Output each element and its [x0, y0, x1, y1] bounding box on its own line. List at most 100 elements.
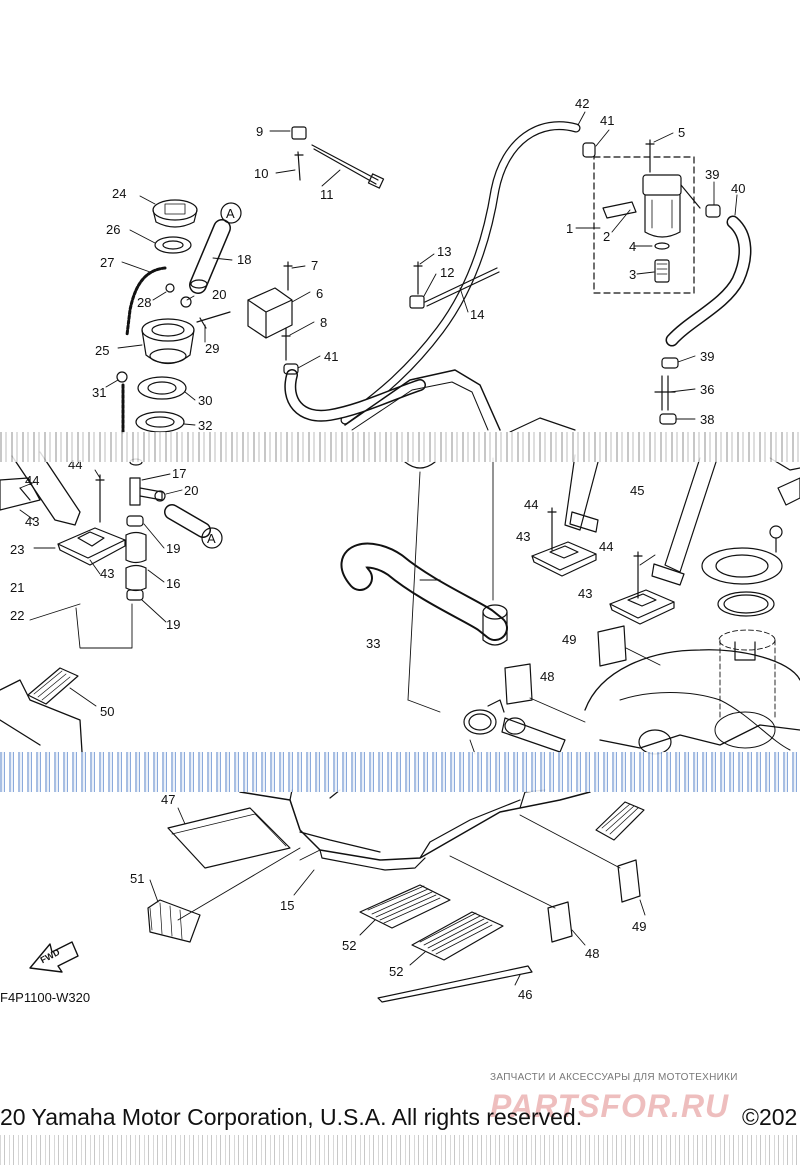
callout-label: 49 [632, 919, 647, 934]
nut-32 [135, 411, 185, 433]
callout-label: 14 [470, 307, 485, 322]
pad-48-mid [504, 663, 533, 705]
callout-label: 51 [130, 871, 145, 886]
sheet-47 [167, 807, 291, 869]
callout-label: 50 [100, 704, 115, 719]
pad-43-mid [531, 541, 597, 577]
callout-label: 5 [678, 125, 686, 140]
clip-9 [291, 126, 307, 140]
callout-label: 46 [518, 987, 533, 1002]
filler-cap-24 [152, 199, 198, 228]
ref-a-mid [201, 527, 223, 549]
bolt-8 [281, 327, 291, 361]
rubber-50-right [595, 801, 645, 841]
tank-left [0, 679, 83, 753]
ref-a-letter: A [226, 206, 235, 221]
callout-label: 42 [575, 96, 590, 111]
watermark-logo: PARTSFOR.RU [490, 1088, 730, 1124]
cable-tie-11 [311, 144, 385, 189]
callout-label: 39 [700, 349, 715, 364]
hose-clamp-41 [582, 142, 596, 158]
rubber-50 [27, 667, 79, 705]
pad-49-mid [597, 625, 627, 667]
callout-label: 23 [10, 542, 25, 557]
dashed-guide-left [75, 603, 133, 649]
copyright-text: 20 Yamaha Motor Corporation, U.S.A. All … [0, 1104, 583, 1130]
callout-label: 41 [324, 349, 339, 364]
callout-label: 40 [731, 181, 746, 196]
callout-label: 31 [92, 385, 107, 400]
callout-label: 43 [100, 566, 115, 581]
strip-46 [377, 965, 533, 1003]
callout-label: 32 [198, 418, 213, 433]
ref-a-top [220, 202, 242, 224]
pad-49-bottom [617, 859, 641, 903]
callout-label: 1 [566, 221, 574, 236]
callout-label: 48 [540, 669, 555, 684]
fitting-29 [196, 311, 231, 329]
clamp-20-top [180, 296, 192, 308]
filler-neck-25 [141, 318, 195, 365]
callout-label: 47 [161, 792, 176, 807]
screw-28 [165, 283, 175, 293]
pipe-mid [501, 717, 566, 753]
fwd-arrow [29, 941, 79, 973]
callout-label: 13 [437, 244, 452, 259]
hose-16 [125, 531, 147, 564]
callout-label: 19 [166, 541, 181, 556]
ring-30 [137, 376, 187, 400]
fitting-top-mid [404, 461, 436, 469]
clamp-38 [659, 413, 677, 425]
screw-10 [294, 151, 304, 181]
callout-label: 17 [172, 466, 187, 481]
callout-label: 10 [254, 166, 269, 181]
clip-12 [409, 295, 425, 309]
screw-44-left [95, 474, 105, 523]
breather-hose-33 [340, 542, 508, 646]
callout-label: 43 [578, 586, 593, 601]
strap-left [11, 451, 81, 526]
tank-strap-top [344, 369, 501, 431]
callout-label: 28 [137, 295, 152, 310]
pad-43-left [57, 527, 126, 566]
callout-label: 20 [212, 287, 227, 302]
scan-artifact-band [0, 1135, 800, 1165]
leader-lines-top [105, 111, 738, 426]
bolt-7 [283, 261, 293, 291]
callout-label: 44 [599, 539, 614, 554]
callout-label: 26 [106, 222, 121, 237]
fuel-hose-40 [665, 215, 752, 347]
callout-label: 36 [700, 382, 715, 397]
clamp-19-top [126, 515, 144, 527]
copyright-year: ©202 [742, 1104, 798, 1130]
callout-label: 3 [629, 267, 637, 282]
callout-label: 6 [316, 286, 324, 301]
clamp-41-lower [283, 363, 299, 375]
diagram-code: F4P1100-W320 [0, 990, 91, 1005]
callout-label: 48 [585, 946, 600, 961]
screw-13 [413, 261, 423, 295]
watermark-tagline: ЗАПЧАСТИ И АКСЕССУАРЫ ДЛЯ МОТОТЕХНИКИ [490, 1072, 738, 1083]
callout-label: 43 [516, 529, 531, 544]
callout-label: 19 [166, 617, 181, 632]
callout-label: 9 [256, 124, 264, 139]
callout-label: 25 [95, 343, 110, 358]
fuel-sender-unit [701, 525, 783, 721]
strap-45 [564, 454, 599, 531]
mat-52-upper [359, 884, 451, 929]
callout-label: 24 [112, 186, 127, 201]
clamp-20-mid [154, 490, 166, 502]
fuel-hose-lower [284, 369, 426, 422]
screw-31 [116, 371, 128, 383]
pad-48-bottom [547, 901, 573, 943]
callout-label: 7 [311, 258, 319, 273]
tank-bottom [239, 791, 591, 861]
callout-label: 4 [629, 239, 637, 254]
scan-artifact-band [0, 752, 800, 792]
screw-44-right [633, 551, 643, 599]
callout-label: 52 [389, 964, 404, 979]
clamp-19-bottom [126, 589, 144, 601]
joint-36 [654, 375, 676, 411]
callout-label: 41 [600, 113, 615, 128]
